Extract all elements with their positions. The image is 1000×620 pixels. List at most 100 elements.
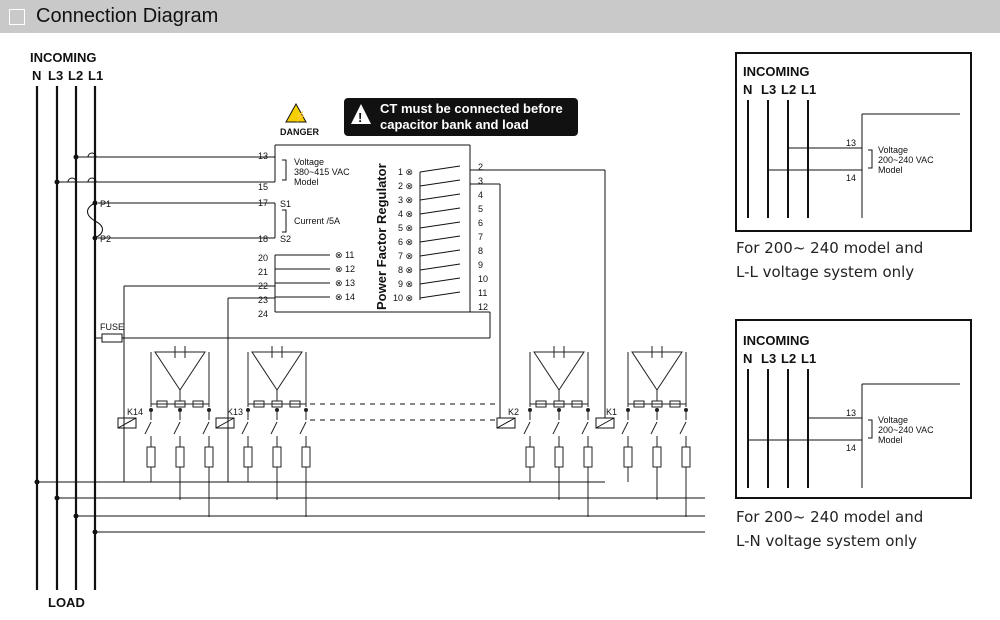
svg-text:200~240 VAC: 200~240 VAC [878,155,934,165]
warning-icon [351,104,371,124]
regulator-label: Power Factor Regulator [374,163,389,310]
svg-text:⊗ 12: ⊗ 12 [335,264,355,274]
phase-l3-label: L3 [48,68,63,83]
fuse-label: FUSE [100,322,124,332]
svg-text:8: 8 [478,246,483,256]
panel-ln-caption1: For 200~ 240 model and [736,508,923,526]
svg-text:Model: Model [878,435,903,445]
svg-text:8 ⊗: 8 ⊗ [398,265,413,275]
phase-l1-label: L1 [88,68,103,83]
s2-label: S2 [280,234,291,244]
svg-text:2 ⊗: 2 ⊗ [398,181,413,191]
svg-text:17: 17 [258,198,268,208]
svg-text:L2: L2 [781,351,796,366]
svg-text:Voltage: Voltage [878,415,908,425]
svg-text:6 ⊗: 6 ⊗ [398,237,413,247]
svg-text:380~415 VAC: 380~415 VAC [294,167,350,177]
svg-text:4: 4 [478,190,483,200]
phase-l2-label: L2 [68,68,83,83]
svg-text:3 ⊗: 3 ⊗ [398,195,413,205]
svg-text:1 ⊗: 1 ⊗ [398,167,413,177]
svg-text:23: 23 [258,295,268,305]
step-terminals-right: 2 3 4 5 6 7 8 9 10 11 12 [478,162,488,312]
svg-text:N: N [743,351,752,366]
svg-text:5 ⊗: 5 ⊗ [398,223,413,233]
svg-text:15: 15 [258,182,268,192]
svg-text:Voltage: Voltage [878,145,908,155]
svg-text:13: 13 [258,151,268,161]
svg-text:⊗ 13: ⊗ 13 [335,278,355,288]
svg-text:13: 13 [846,408,856,418]
ct-note-line2: capacitor bank and load [380,117,529,132]
svg-text:N: N [743,82,752,97]
svg-text:200~240 VAC: 200~240 VAC [878,425,934,435]
svg-text:12: 12 [478,302,488,312]
svg-text:L1: L1 [801,82,816,97]
svg-text:9 ⊗: 9 ⊗ [398,279,413,289]
left-terminals: 13 15 17 18 20 21 22 23 24 [258,151,268,319]
p1-label: P1 [100,199,111,209]
contactor-k1: K1 [606,407,617,417]
section-header: Connection Diagram [0,0,1000,33]
ct-note-box [344,98,578,136]
danger-label: DANGER [280,127,320,137]
svg-text:7: 7 [478,232,483,242]
svg-text:10: 10 [478,274,488,284]
alarm-outputs: ⊗ 11 ⊗ 12 ⊗ 13 ⊗ 14 [335,250,355,302]
svg-text:L3: L3 [761,82,776,97]
page-title: Connection Diagram [36,5,219,27]
panel-ll-caption1: For 200~ 240 model and [736,239,923,257]
panel-ln-caption2: L-N voltage system only [736,532,917,550]
phase-n-label: N [32,68,41,83]
svg-text:9: 9 [478,260,483,270]
svg-text:Model: Model [878,165,903,175]
svg-text:14: 14 [846,173,856,183]
capacitor-bank-k13 [241,345,311,518]
svg-text:4 ⊗: 4 ⊗ [398,209,413,219]
svg-text:14: 14 [846,443,856,453]
current-label: Current /5A [294,216,340,226]
svg-text:24: 24 [258,309,268,319]
panel-ll-incoming: INCOMING [743,64,809,79]
p2-label: P2 [100,234,111,244]
voltage-label: Voltage [294,157,324,167]
svg-text:20: 20 [258,253,268,263]
capacitor-bank-k1 [621,345,691,518]
step-terminals-left: 1 ⊗ 2 ⊗ 3 ⊗ 4 ⊗ 5 ⊗ 6 ⊗ 7 ⊗ 8 ⊗ 9 ⊗ 10 ⊗ [393,167,413,303]
panel-ln-box [735,319,972,499]
svg-text:21: 21 [258,267,268,277]
svg-text:11: 11 [478,288,487,298]
svg-text:5: 5 [478,204,483,214]
capacitor-bank-k2 [523,345,593,518]
svg-text:L1: L1 [801,351,816,366]
main-bus-lines [35,86,97,590]
contactor-k14: K14 [127,407,143,417]
capacitor-bank-k14 [144,345,214,518]
svg-text:10 ⊗: 10 ⊗ [393,293,413,303]
svg-text:7 ⊗: 7 ⊗ [398,251,413,261]
contactor-k13: K13 [227,407,243,417]
panel-ll-box [735,52,972,232]
svg-text:2: 2 [478,162,483,172]
checkbox-icon [9,9,25,25]
danger-icon [285,102,307,123]
svg-text:⊗ 14: ⊗ 14 [335,292,355,302]
svg-text:L2: L2 [781,82,796,97]
svg-text:⚡: ⚡ [294,110,306,123]
incoming-label: INCOMING [30,50,96,65]
svg-text:6: 6 [478,218,483,228]
svg-text:18: 18 [258,234,268,244]
svg-text:13: 13 [846,138,856,148]
ct-note-line1: CT must be connected before [380,101,563,116]
panel-ln-incoming: INCOMING [743,333,809,348]
svg-text:!: ! [358,110,362,125]
load-label: LOAD [48,595,85,610]
voltage-wiring [57,152,275,239]
svg-text:3: 3 [478,176,483,186]
panel-ll-caption2: L-L voltage system only [736,263,914,281]
contactor-k2: K2 [508,407,519,417]
s1-label: S1 [280,199,291,209]
svg-text:Model: Model [294,177,319,187]
svg-text:L3: L3 [761,351,776,366]
